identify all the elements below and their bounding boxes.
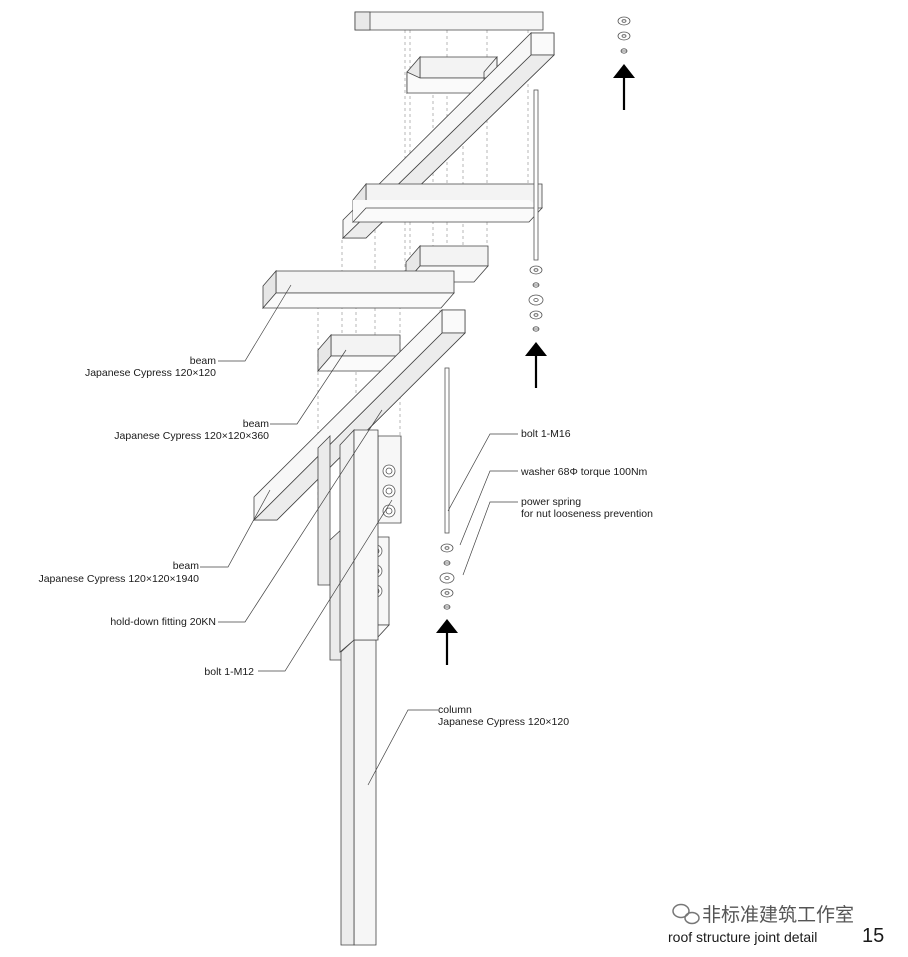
svg-text:beam: beam — [190, 355, 217, 367]
svg-text:for nut looseness prevention: for nut looseness prevention — [521, 508, 653, 520]
beam-short — [317, 333, 401, 373]
label-beam-2: beam Japanese Cypress 120×120×360 — [114, 418, 269, 442]
beam-cross-middle — [352, 182, 543, 224]
label-bolt-m12: bolt 1-M12 — [204, 666, 254, 678]
svg-text:Japanese Cypress 120×120×360: Japanese Cypress 120×120×360 — [114, 430, 269, 442]
label-beam-1: beam Japanese Cypress 120×120 — [85, 355, 216, 379]
label-power-spring: power spring for nut looseness preventio… — [521, 496, 653, 520]
beam-piece-upper — [406, 55, 498, 95]
bolt-rod-lower — [444, 367, 450, 534]
bolt-rod-upper — [533, 89, 539, 261]
svg-text:beam: beam — [243, 418, 270, 430]
top-beam — [354, 11, 544, 31]
leader-lines — [200, 284, 518, 786]
washers-middle — [528, 265, 544, 332]
label-hold-down: hold-down fitting 20KN — [110, 616, 216, 628]
arrows — [436, 64, 635, 665]
svg-text:Japanese Cypress 120×120: Japanese Cypress 120×120 — [85, 367, 216, 379]
label-bolt-m16: bolt 1-M16 — [521, 428, 571, 440]
label-washer: washer 68Φ torque 100Nm — [520, 466, 648, 478]
svg-text:power spring: power spring — [521, 496, 581, 508]
label-column: column Japanese Cypress 120×120 — [438, 704, 569, 728]
washers-lower — [439, 543, 455, 610]
svg-text:beam: beam — [173, 560, 200, 572]
long-beam-lower — [253, 309, 466, 521]
column — [339, 428, 379, 946]
svg-text:Japanese Cypress 120×120×1940: Japanese Cypress 120×120×1940 — [38, 573, 199, 585]
svg-text:Japanese Cypress 120×120: Japanese Cypress 120×120 — [438, 716, 569, 728]
beam-horizontal-lower — [262, 269, 455, 310]
svg-text:column: column — [438, 704, 472, 716]
washers-top — [617, 16, 631, 54]
footer-caption: roof structure joint detail — [668, 929, 817, 945]
label-beam-3: beam Japanese Cypress 120×120×1940 — [38, 560, 199, 585]
watermark: 非标准建筑工作室 — [672, 903, 854, 926]
page-number: 15 — [862, 925, 884, 947]
wechat-icon — [672, 903, 700, 925]
svg-text:非标准建筑工作室: 非标准建筑工作室 — [702, 904, 854, 926]
